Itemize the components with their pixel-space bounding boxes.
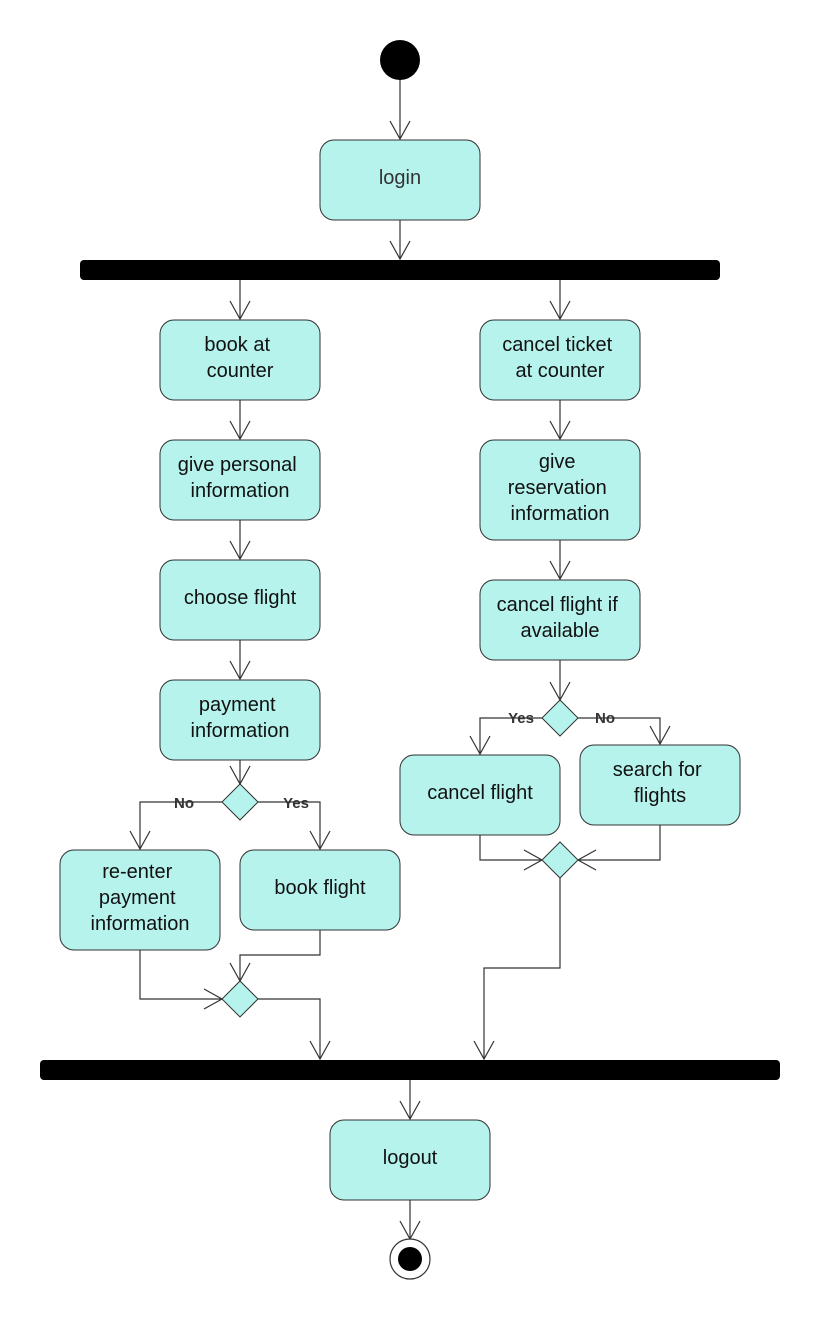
activity-book-at-counter-label: book at counter [204, 334, 275, 382]
activity-payment-information-label: payment information [191, 694, 290, 742]
arrowhead-login [389, 120, 411, 141]
activity-cancel-flight-if-available: cancel flight if available [479, 579, 641, 661]
final-node [389, 1238, 431, 1280]
initial-node [380, 40, 420, 80]
join-bar [40, 1060, 780, 1080]
edge-left-merge-join [258, 998, 321, 1059]
activity-search-for-flights-label: search for flights [613, 759, 708, 807]
payment-merge [221, 980, 259, 1018]
arrowhead-cancel-if [549, 560, 571, 581]
activity-give-personal-information-label: give personal information [178, 454, 303, 502]
payment-decision [221, 783, 259, 821]
activity-give-personal-information: give personal information [159, 439, 321, 521]
activity-give-reservation-information: give reservation information [479, 439, 641, 541]
arrowhead-fork [389, 240, 411, 261]
arrowhead-cancel-ticket [549, 300, 571, 321]
activity-login: login [319, 139, 481, 221]
arrowhead-payment [229, 660, 251, 681]
arrowhead-personal [229, 420, 251, 441]
activity-search-for-flights: search for flights [579, 744, 741, 826]
activity-cancel-flight-if-available-label: cancel flight if available [497, 594, 624, 642]
arrowhead-join-left [309, 1040, 331, 1061]
activity-choose-flight: choose flight [159, 559, 321, 641]
arrowhead-search-flights [649, 725, 671, 746]
arrowhead-join-right [473, 1040, 495, 1061]
arrowhead-book-at-counter [229, 300, 251, 321]
edge-re-enter-merge [139, 950, 222, 1000]
activity-payment-information: payment information [159, 679, 321, 761]
cancel-decision [541, 699, 579, 737]
cancel-merge [541, 841, 579, 879]
activity-logout-label: logout [383, 1147, 438, 1169]
activity-cancel-ticket-at-counter-label: cancel ticket at counter [502, 334, 618, 382]
activity-book-flight: book flight [239, 849, 401, 931]
guard-cancel-yes: Yes [508, 710, 534, 727]
arrowhead-choose [229, 540, 251, 561]
activity-cancel-flight: cancel flight [399, 754, 561, 836]
edges [129, 80, 671, 1241]
edge-cancel-yes [479, 717, 542, 754]
guard-cancel-no: No [595, 710, 615, 727]
activity-book-at-counter: book at counter [159, 319, 321, 401]
edge-cancel-no [578, 717, 661, 744]
activity-logout: logout [329, 1119, 491, 1201]
arrowhead-book-flight [309, 830, 331, 851]
activity-give-reservation-information-label: give reservation information [508, 451, 613, 525]
edge-search-merge [578, 825, 661, 861]
arrowhead-re-enter [129, 830, 151, 851]
activity-book-flight-label: book flight [274, 877, 366, 899]
guard-payment-no: No [174, 795, 194, 812]
activity-cancel-ticket-at-counter: cancel ticket at counter [479, 319, 641, 401]
edge-right-merge-join [483, 878, 561, 1059]
edge-payment-no [139, 801, 222, 849]
activity-login-label: login [379, 167, 421, 189]
activity-cancel-flight-label: cancel flight [427, 782, 533, 804]
activity-choose-flight-label: choose flight [184, 587, 297, 609]
edge-cancel-flight-merge [479, 835, 542, 861]
edge-payment-yes [258, 801, 321, 849]
edge-book-flight-merge [239, 930, 321, 981]
activity-re-enter-payment-information-label: re-enter payment information [91, 861, 190, 935]
arrowhead-cancel-flight [469, 735, 491, 756]
fork-bar [80, 260, 720, 280]
activity-re-enter-payment-information: re-enter payment information [59, 849, 221, 951]
arrowhead-logout [399, 1100, 421, 1121]
arrowhead-reservation [549, 420, 571, 441]
guard-payment-yes: Yes [283, 795, 309, 812]
